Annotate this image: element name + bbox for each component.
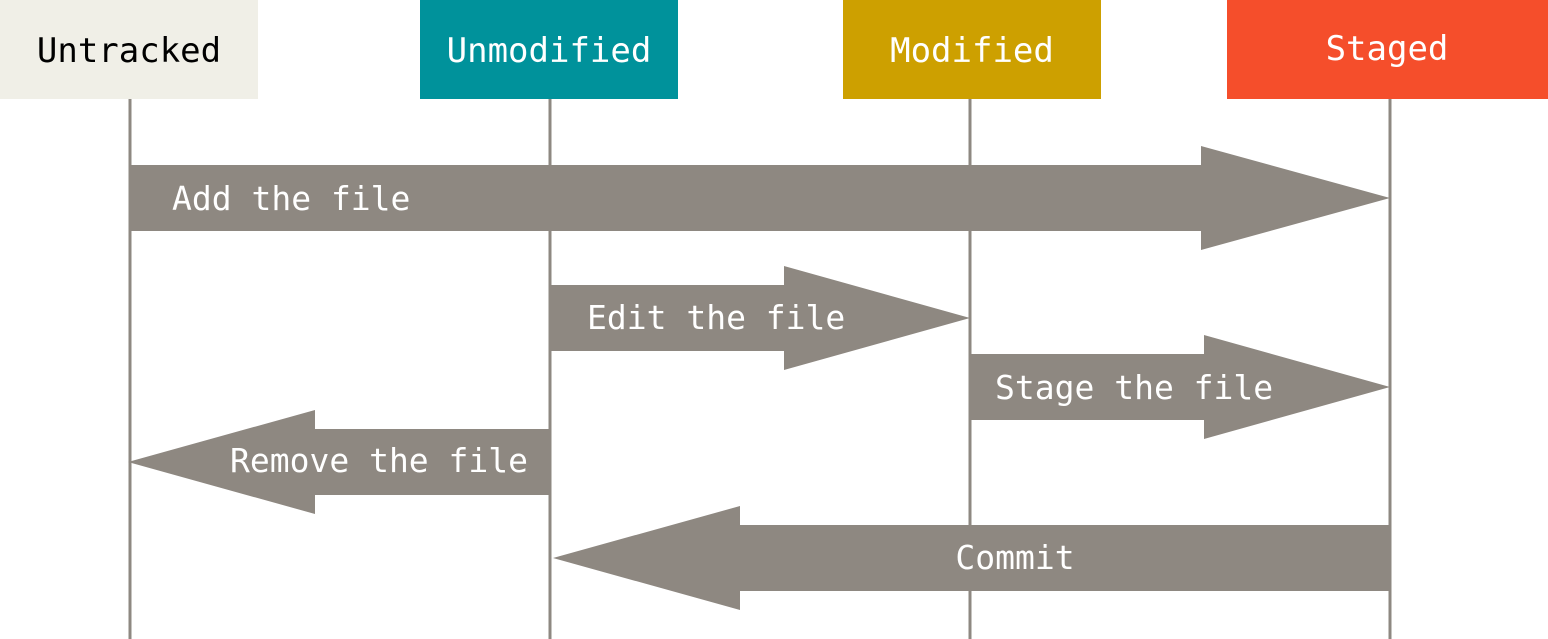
state-modified-box — [843, 0, 1101, 99]
state-staged-label: Staged — [1326, 29, 1449, 69]
state-staged-box — [1227, 0, 1548, 99]
state-untracked-box — [0, 0, 258, 99]
state-unmodified-label: Unmodified — [447, 31, 652, 71]
arrow-edit — [550, 266, 970, 370]
arrow-stage-label: Stage the file — [995, 368, 1273, 407]
state-untracked: Untracked — [0, 0, 258, 99]
transition-stage: Stage the file — [970, 335, 1390, 439]
arrow-edit-label: Edit the file — [587, 298, 845, 337]
arrow-commit — [553, 506, 1390, 610]
state-unmodified: Unmodified — [420, 0, 678, 99]
state-unmodified-box — [420, 0, 678, 99]
arrow-add-label: Add the file — [172, 179, 410, 218]
transition-remove: Remove the file — [128, 410, 550, 514]
arrow-commit-label: Commit — [955, 538, 1074, 577]
transition-commit: Commit — [553, 506, 1390, 610]
transition-edit: Edit the file — [550, 266, 970, 370]
arrow-stage — [970, 335, 1390, 439]
arrow-remove — [128, 410, 550, 514]
state-modified-label: Modified — [890, 31, 1054, 71]
transition-add: Add the file — [130, 146, 1390, 250]
arrow-add — [130, 146, 1390, 250]
state-untracked-label: Untracked — [37, 31, 221, 71]
state-modified: Modified — [843, 0, 1101, 99]
arrow-remove-label: Remove the file — [230, 441, 528, 480]
state-staged: Staged — [1227, 0, 1548, 99]
